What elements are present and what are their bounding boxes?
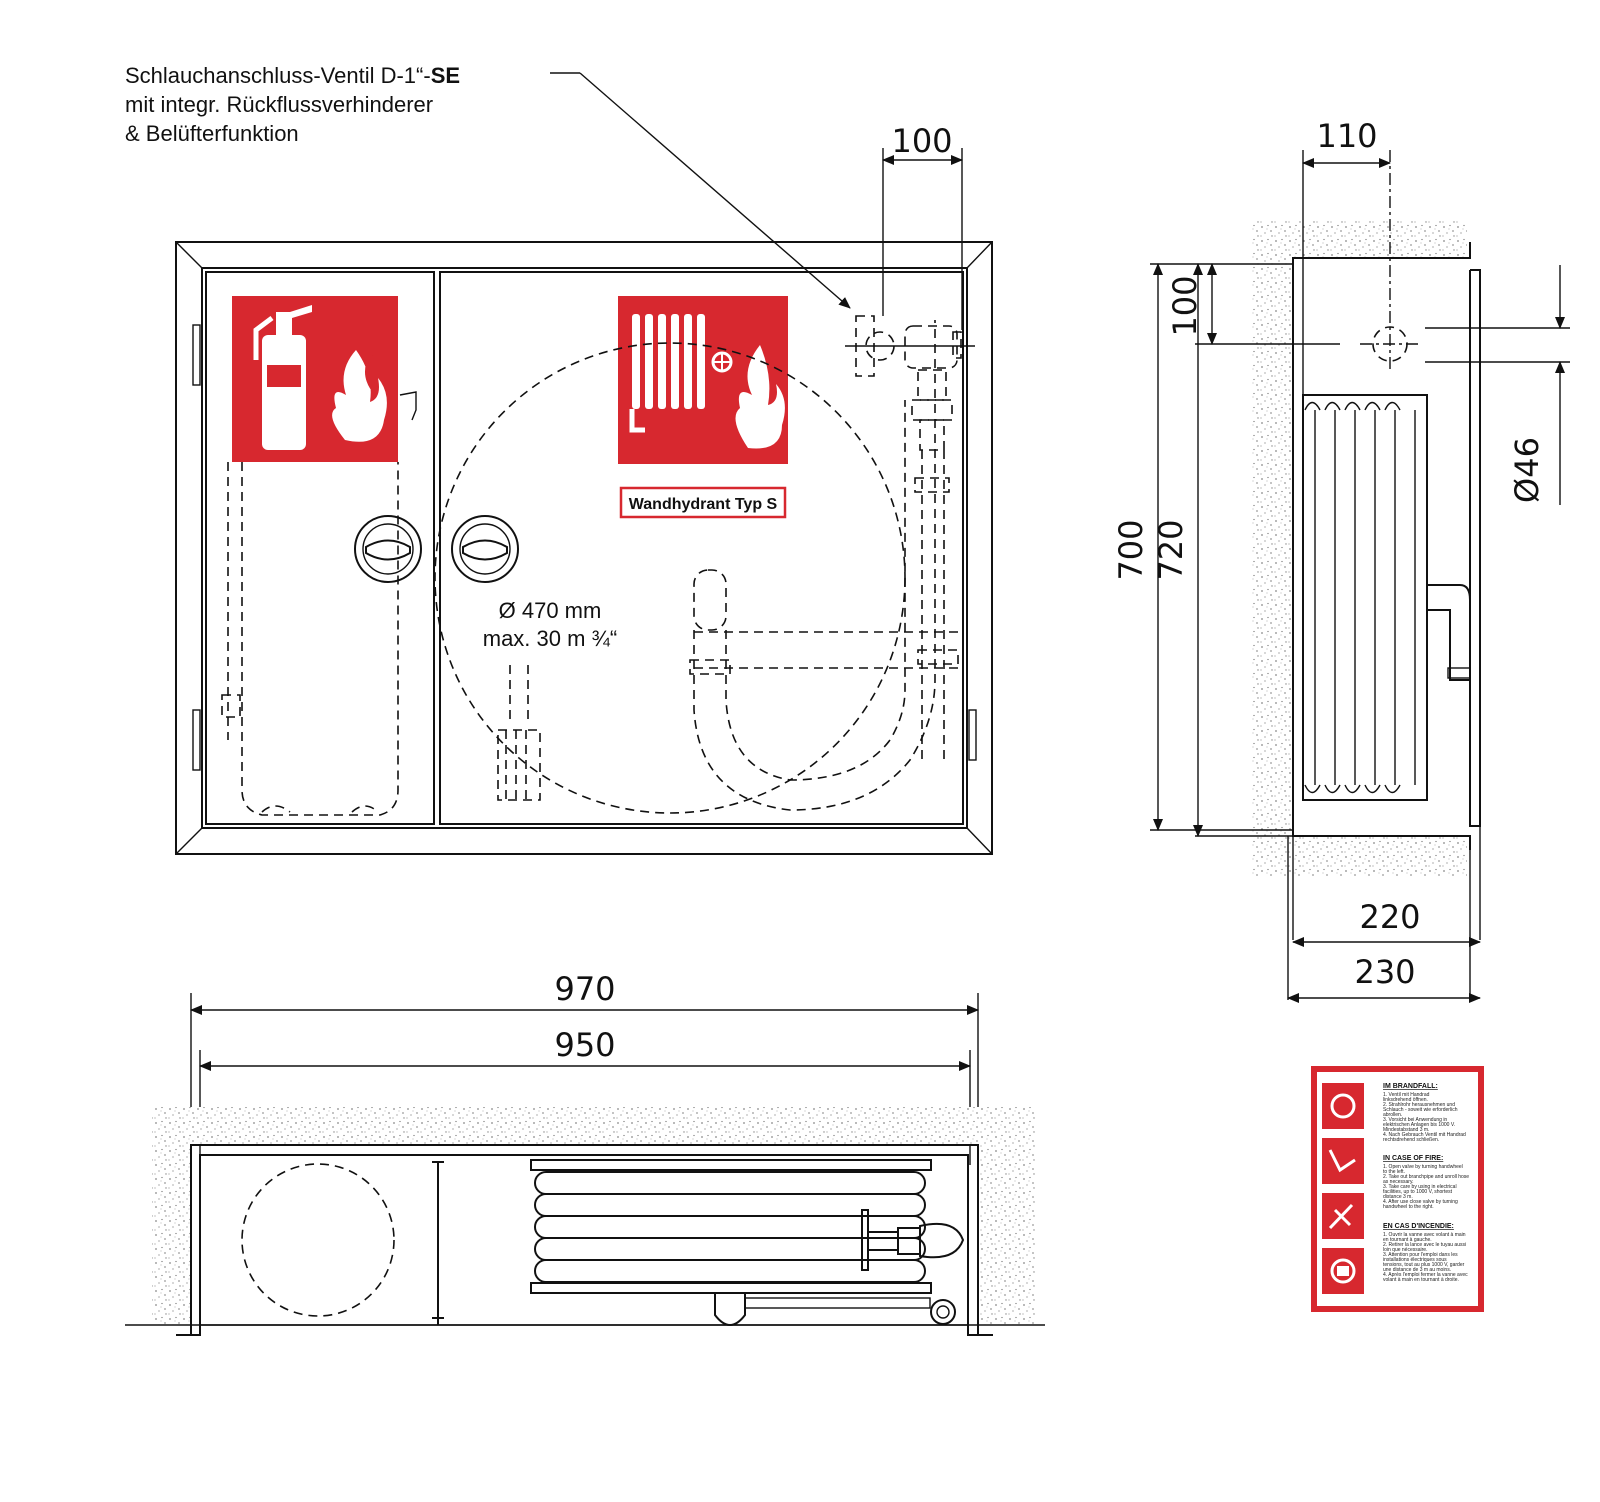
- door-handle-left: [354, 515, 422, 583]
- cabinet-inner-frame: [201, 267, 968, 829]
- svg-text:to the left.: to the left.: [1383, 1169, 1405, 1175]
- side-view: 110 100 700 720 Ø46 220 230: [1112, 117, 1570, 1003]
- hose-coils: [534, 1171, 926, 1283]
- dim-height-inner: 720: [1152, 519, 1190, 580]
- hose-path: [693, 320, 936, 811]
- svg-text:1. Ouvrir la vanne avec volant: 1. Ouvrir la vanne avec volant à main: [1383, 1232, 1466, 1238]
- dim-side-depth-top: 110: [1316, 117, 1377, 155]
- svg-text:4. Après l'emploi fermer la va: 4. Après l'emploi fermer la vanne avec: [1383, 1272, 1468, 1278]
- dim-width-inner: 950: [554, 1026, 615, 1064]
- svg-text:loin que nécessaire.: loin que nécessaire.: [1383, 1247, 1427, 1253]
- svg-text:3. Take care by using in elect: 3. Take care by using in electrical: [1383, 1184, 1457, 1190]
- dim-height-outer: 700: [1112, 519, 1150, 580]
- svg-text:distance 3 m.: distance 3 m.: [1383, 1194, 1413, 1200]
- svg-text:1. Open valve by turning handw: 1. Open valve by turning handwheel: [1383, 1164, 1463, 1170]
- svg-text:rechtsdrehend schließen.: rechtsdrehend schließen.: [1383, 1137, 1439, 1143]
- plan-wall-top: [152, 1107, 1035, 1145]
- svg-text:installations électriques sous: installations électriques sous: [1383, 1257, 1447, 1263]
- dim-depth-outer: 230: [1354, 953, 1415, 991]
- hose-valve: [845, 315, 975, 760]
- svg-text:elektrischen Anlagen bis 1000: elektrischen Anlagen bis 1000 V.: [1383, 1122, 1455, 1128]
- reel-diameter-text: Ø 470 mm: [499, 598, 602, 623]
- hydrant-type-label: Wandhydrant Typ S: [629, 496, 778, 513]
- door-handle-right: [451, 515, 519, 583]
- plan-view: 970 950: [125, 970, 1045, 1336]
- cabinet-outer-frame: [175, 241, 993, 855]
- extinguisher-outline: [241, 462, 399, 816]
- hose-spec-text: max. 30 m ¾“: [483, 626, 617, 651]
- plan-cabinet: [190, 1144, 979, 1336]
- callout-line-3: & Belüfterfunktion: [125, 121, 299, 146]
- reel-flange-top: [530, 1159, 932, 1171]
- svg-text:une distance de 3 m au moins.: une distance de 3 m au moins.: [1383, 1267, 1451, 1273]
- extinguisher-sign: [232, 296, 398, 462]
- svg-text:3. Vorsicht bei Anwendung in: 3. Vorsicht bei Anwendung in: [1383, 1117, 1447, 1123]
- reel-side: [1302, 394, 1428, 801]
- callout-line-1: Schlauchanschluss-Ventil D-1“-SE: [125, 63, 460, 88]
- wall-section: [1252, 220, 1292, 875]
- dim-depth-inner: 220: [1359, 898, 1420, 936]
- svg-text:handwheel to the right.: handwheel to the right.: [1383, 1204, 1434, 1210]
- hinge: [192, 709, 201, 771]
- flame-icon: [332, 350, 387, 442]
- extinguisher-door: [205, 271, 435, 825]
- svg-text:2. Take out branchpipe and unr: 2. Take out branchpipe and unroll hose: [1383, 1174, 1469, 1180]
- svg-text:3. Attention pour l'emploi dan: 3. Attention pour l'emploi dans les: [1383, 1252, 1458, 1258]
- svg-text:tensions, tout au plus 1000 V,: tensions, tout au plus 1000 V, garder: [1383, 1262, 1465, 1268]
- hose-reel-sign: [618, 296, 788, 464]
- hydrant-type-label-box: [619, 486, 787, 519]
- card-text: IM BRANDFALL: 1. Ventil mit Handrad link…: [1383, 1083, 1469, 1283]
- svg-text:4. Nach Gebrauch Ventil mit Ha: 4. Nach Gebrauch Ventil mit Handrad: [1383, 1132, 1466, 1138]
- dim-pipe-diameter: Ø46: [1508, 437, 1546, 503]
- svg-text:Mindestabstand 3 m.: Mindestabstand 3 m.: [1383, 1127, 1429, 1133]
- hydrant-door: [439, 271, 964, 825]
- callout-line-2: mit integr. Rückflussverhinderer: [125, 92, 433, 117]
- plan-extinguisher: [241, 1163, 395, 1317]
- front-view: Wandhydrant Typ S Ø 470 mm max. 30 m ¾“: [175, 122, 993, 855]
- svg-text:2. Strahlrohr herausnehmen und: 2. Strahlrohr herausnehmen und: [1383, 1102, 1455, 1108]
- svg-text:facilities, up to 1000 V, shor: facilities, up to 1000 V, shortest: [1383, 1189, 1453, 1195]
- svg-text:linksdrehend öffnen.: linksdrehend öffnen.: [1383, 1097, 1428, 1103]
- card-icon-2: [1322, 1138, 1364, 1184]
- hinge: [192, 324, 201, 386]
- hinge: [968, 709, 977, 761]
- svg-text:IN CASE OF FIRE:: IN CASE OF FIRE:: [1383, 1155, 1443, 1162]
- svg-text:4. After use close valve by tu: 4. After use close valve by turning: [1383, 1199, 1458, 1205]
- instruction-card: IM BRANDFALL: 1. Ventil mit Handrad link…: [1311, 1066, 1484, 1312]
- card-icon-1: [1322, 1083, 1364, 1129]
- svg-text:2. Retirer la lance avec le tu: 2. Retirer la lance avec le tuyau aussi: [1383, 1242, 1466, 1248]
- svg-text:IM BRANDFALL:: IM BRANDFALL:: [1383, 1083, 1438, 1090]
- reel-flange-bottom: [530, 1282, 932, 1294]
- svg-text:Schlauch - soweit wie erforder: Schlauch - soweit wie erforderlich: [1383, 1107, 1458, 1113]
- svg-text:as necessary.: as necessary.: [1383, 1179, 1413, 1185]
- svg-text:abrollen.: abrollen.: [1383, 1112, 1402, 1118]
- dim-width-outer: 970: [554, 970, 615, 1008]
- svg-text:en tournant à gauche.: en tournant à gauche.: [1383, 1237, 1432, 1243]
- dim-valve-offset-front: 100: [891, 122, 952, 160]
- svg-text:EN CAS D'INCENDIE:: EN CAS D'INCENDIE:: [1383, 1223, 1454, 1230]
- svg-text:1. Ventil mit Handrad: 1. Ventil mit Handrad: [1383, 1092, 1430, 1098]
- svg-text:volant à main en tournant à dr: volant à main en tournant à droite.: [1383, 1277, 1459, 1283]
